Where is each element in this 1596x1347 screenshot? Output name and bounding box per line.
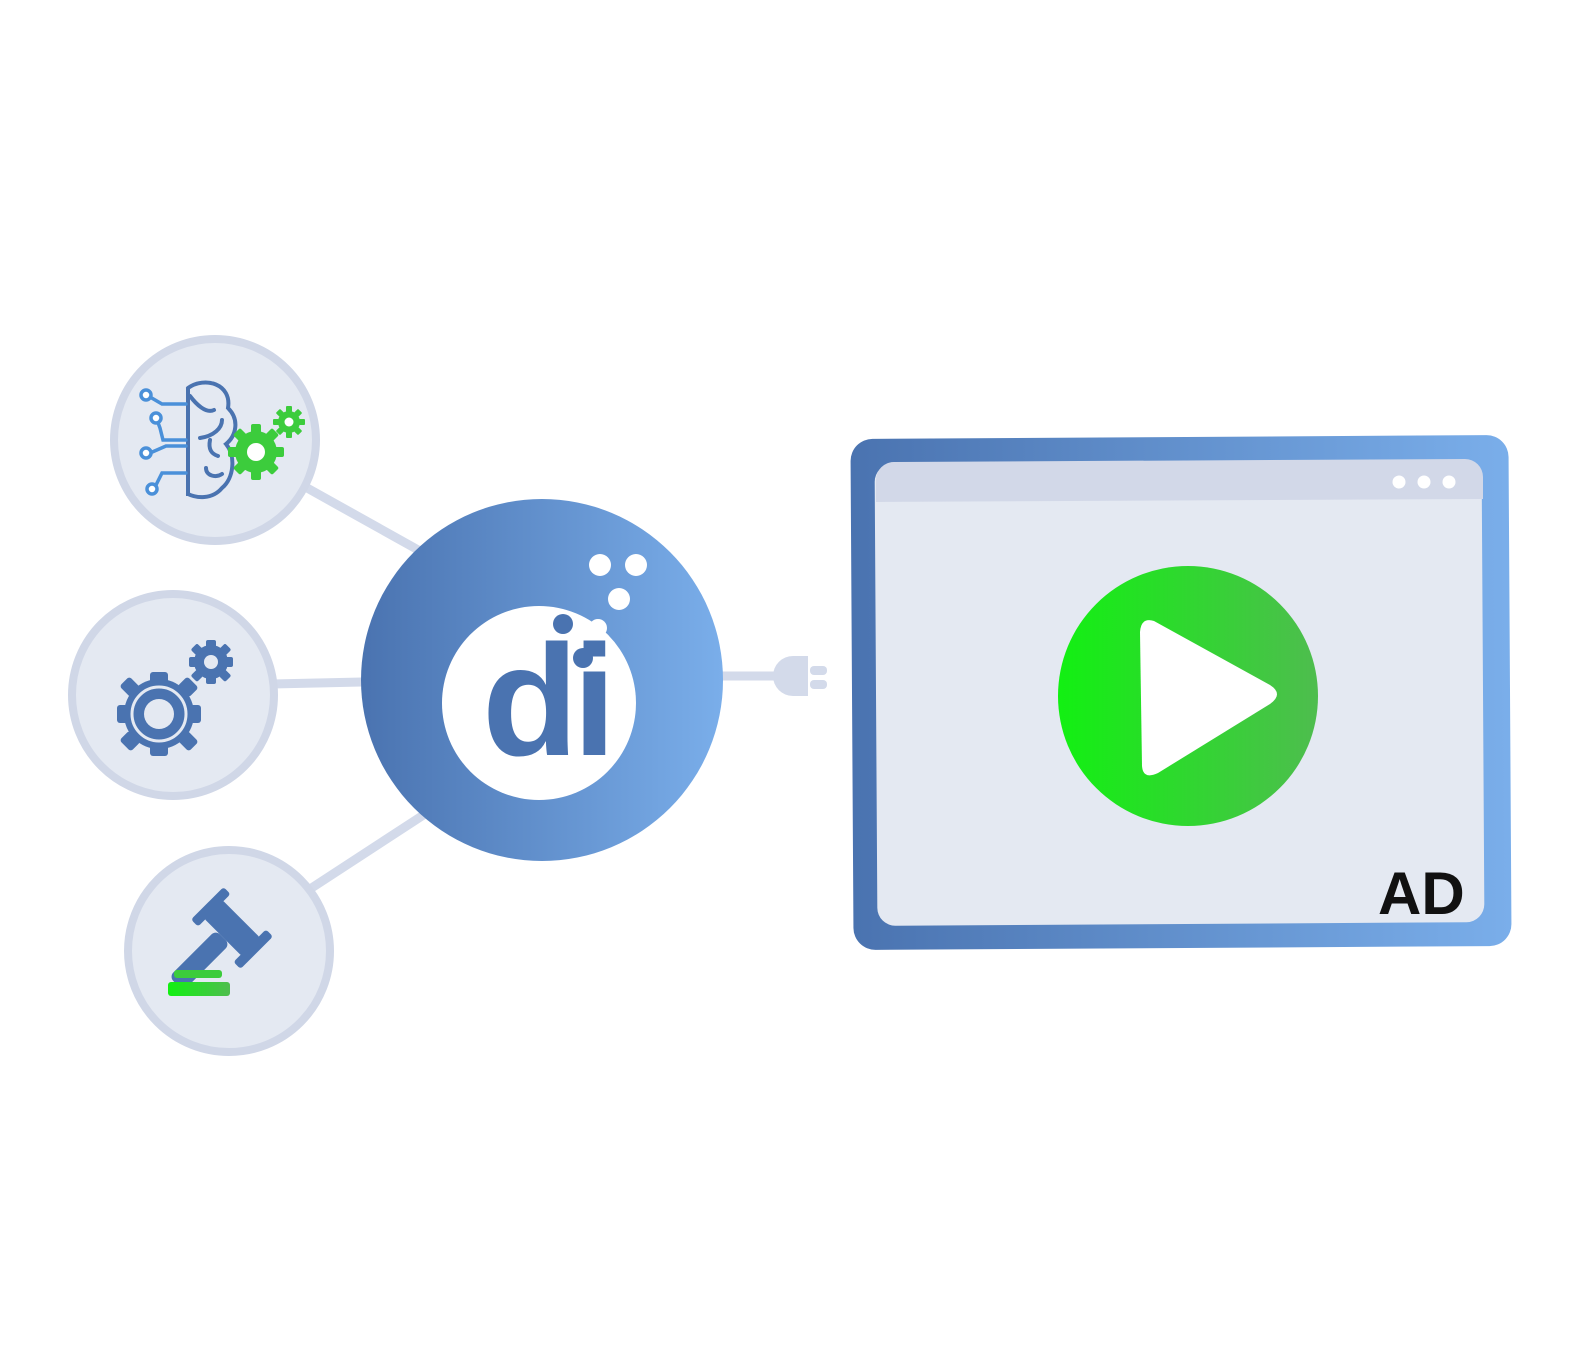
hub-logo-text: di: [482, 613, 610, 789]
window-dot-icon: [1392, 475, 1406, 489]
connector-settings: [267, 677, 367, 689]
node-auction: [124, 846, 334, 1056]
play-button[interactable]: [1058, 566, 1318, 826]
node-ai-brain: [110, 335, 320, 545]
hub-logo: di: [361, 499, 723, 861]
window-dot-icon: [1417, 475, 1431, 489]
play-icon: [1140, 620, 1277, 776]
ad-label: AD: [1378, 860, 1465, 927]
window-dot-icon: [1442, 475, 1456, 489]
connectors: [267, 479, 781, 894]
ai-brain-gears-icon: [139, 380, 305, 500]
gears-icon: [117, 640, 233, 756]
hub-dots: [589, 554, 647, 637]
window-controls: [1392, 475, 1456, 489]
browser-window: AD: [850, 435, 1512, 950]
connector-auction: [305, 807, 433, 894]
node-settings: [68, 590, 278, 800]
connector-ai-brain: [295, 479, 425, 556]
plug-icon: [773, 656, 827, 696]
gavel-icon: [168, 888, 272, 996]
